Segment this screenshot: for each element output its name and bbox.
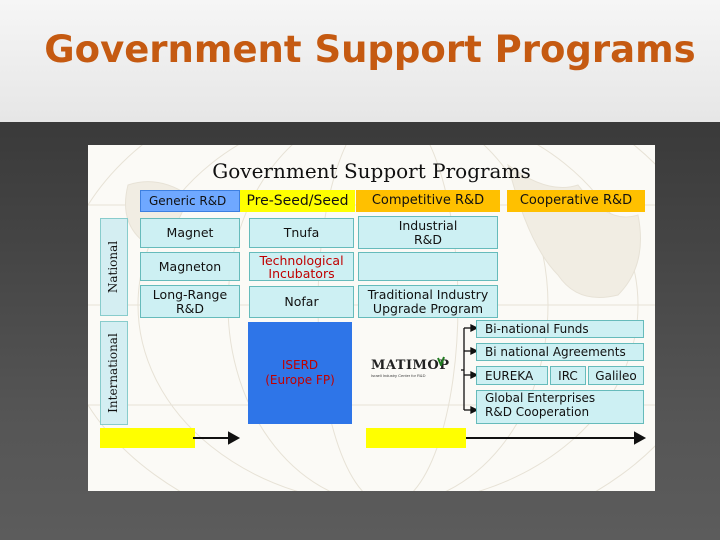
program-nofar: Nofar [249, 286, 354, 318]
program-galileo: Galileo [588, 366, 644, 385]
program-long-range-rd: Long-Range R&D [140, 285, 240, 318]
program-blank-competitive [358, 252, 498, 281]
program-binational-agreements: Bi national Agreements [476, 343, 644, 361]
industrial-line1: Industrial [398, 217, 458, 233]
diagram-figure: Government Support Programs Generic R&D … [88, 145, 655, 491]
program-eureka: EUREKA [476, 366, 548, 385]
matimop-connector-lines [461, 323, 479, 415]
program-magneton: Magneton [140, 252, 240, 281]
long-range-line2: R&D [175, 300, 205, 316]
matimop-logo: MATIMOP Israeli Industry Center for R&D [371, 358, 461, 384]
program-technological-incubators: Technological Incubators [249, 252, 354, 281]
industrial-line2: R&D [413, 231, 443, 247]
bottom-arrows [193, 431, 647, 445]
iserd-line1: ISERD [281, 358, 319, 372]
matimop-logo-subtitle: Israeli Industry Center for R&D [371, 373, 426, 378]
program-industrial-rd: Industrial R&D [358, 216, 498, 249]
tech-inc-line1: Technological [259, 252, 344, 268]
program-tnufa: Tnufa [249, 218, 354, 248]
program-global-enterprises: Global Enterprises R&D Cooperation [476, 390, 644, 424]
global-line2: R&D Cooperation [485, 405, 590, 419]
program-iserd: ISERD (Europe FP) [248, 322, 352, 424]
column-header-competitive: Competitive R&D [356, 190, 500, 212]
matimop-logo-text: MATIMOP [371, 358, 450, 373]
column-header-generic: Generic R&D [140, 190, 240, 212]
bottom-bar-right [366, 428, 466, 448]
national-row-bar [100, 218, 128, 316]
column-header-cooperative: Cooperative R&D [507, 190, 645, 212]
international-row-bar [100, 321, 128, 425]
tech-inc-line2: Incubators [268, 265, 335, 281]
traditional-line1: Traditional Industry [367, 286, 489, 302]
iserd-line2: (Europe FP) [265, 373, 335, 387]
program-magnet: Magnet [140, 218, 240, 248]
figure-title: Government Support Programs [212, 159, 531, 183]
global-line1: Global Enterprises [485, 391, 596, 405]
program-irc: IRC [550, 366, 586, 385]
program-traditional-industry: Traditional Industry Upgrade Program [358, 285, 498, 318]
slide-header: Government Support Programs [0, 0, 720, 122]
slide-title: Government Support Programs [44, 28, 696, 71]
bottom-bar-left [100, 428, 195, 448]
matimop-logo-check-icon [437, 356, 445, 366]
column-header-preseed: Pre-Seed/Seed [240, 190, 355, 212]
long-range-line1: Long-Range [152, 286, 228, 302]
traditional-line2: Upgrade Program [372, 300, 484, 316]
program-binational-funds: Bi-national Funds [476, 320, 644, 338]
